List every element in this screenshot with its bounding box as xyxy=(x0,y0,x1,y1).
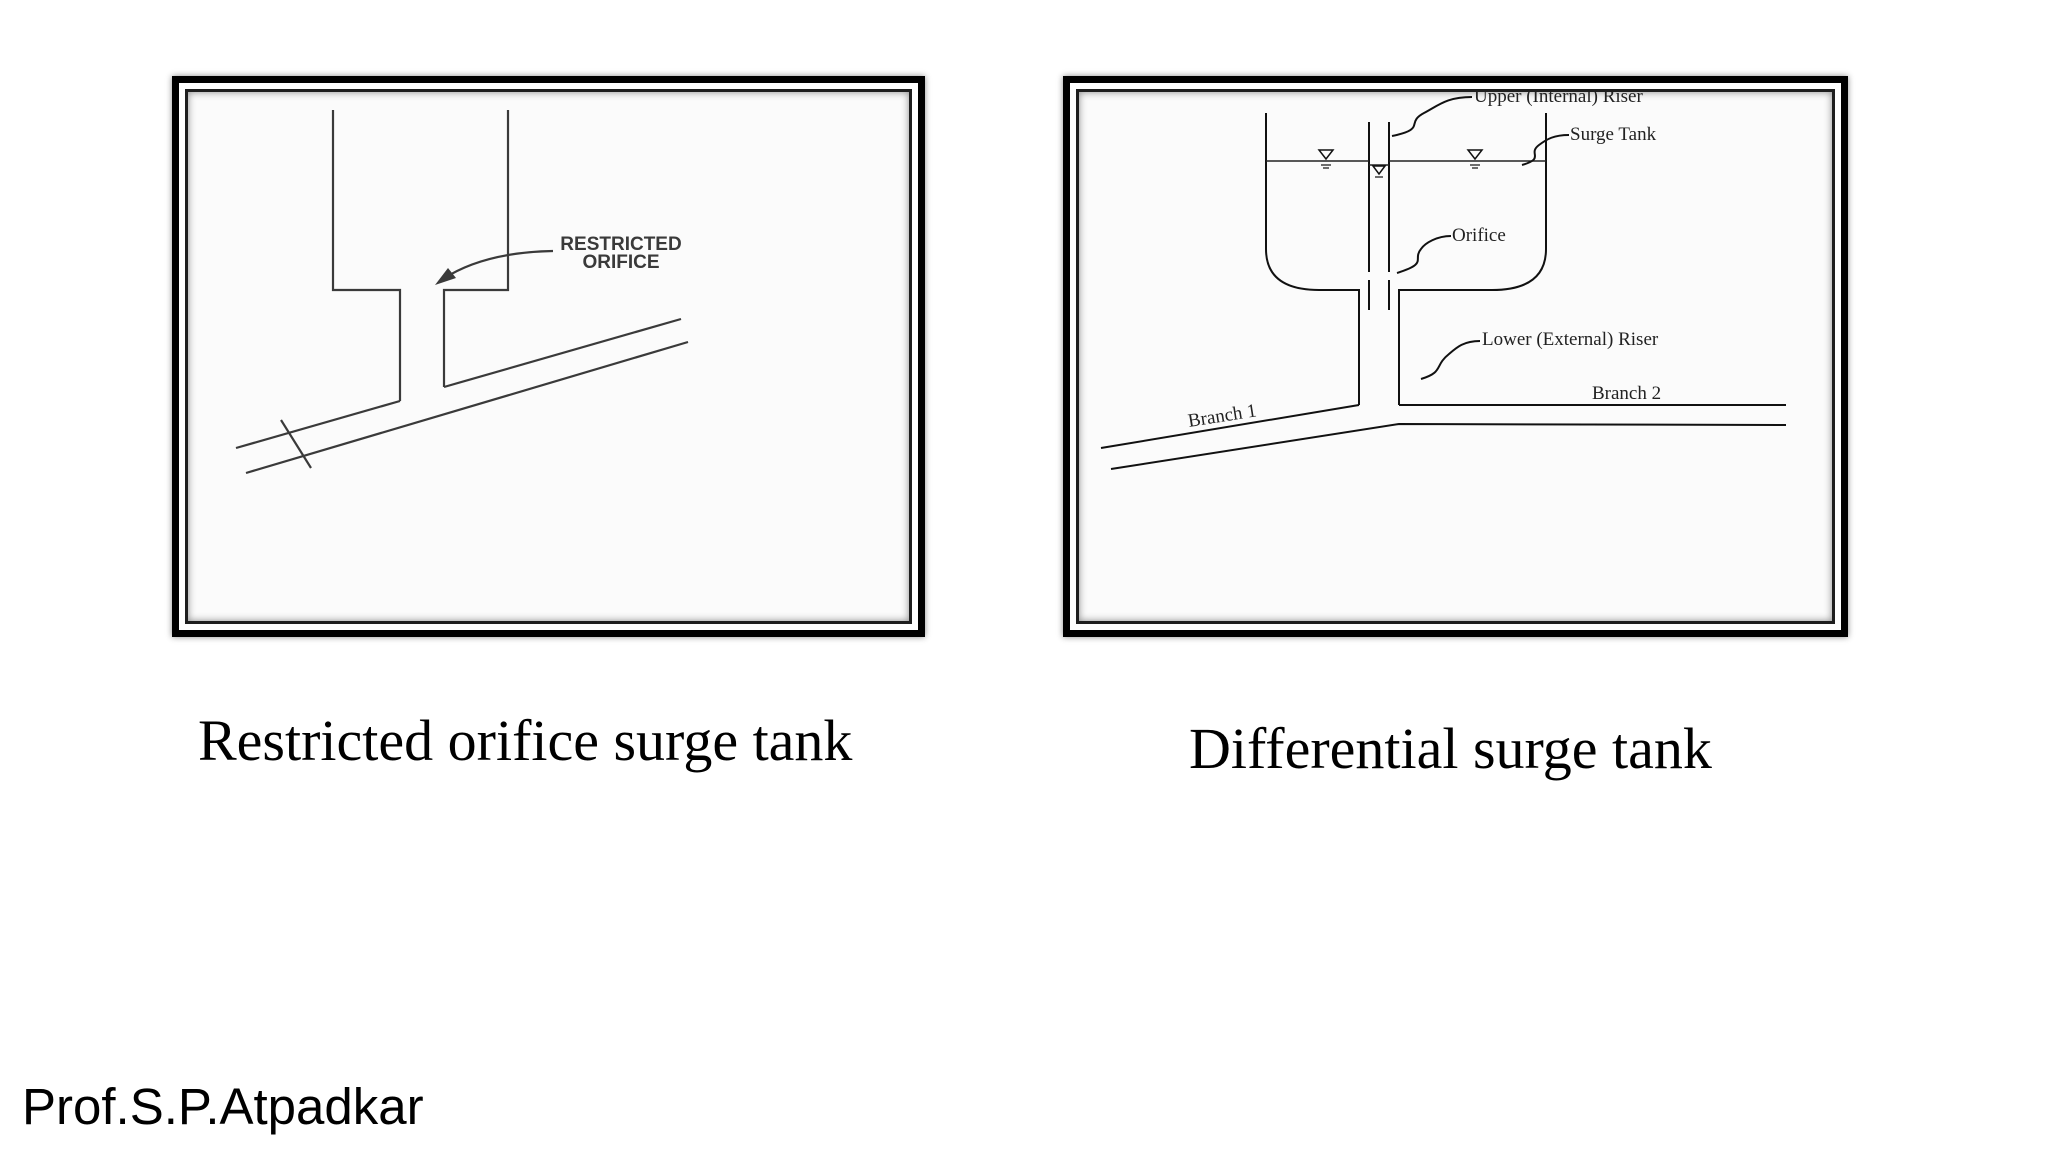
differential-surge-svg: Upper (Internal) Riser Surge Tank Orific… xyxy=(1100,92,1787,470)
branch1-upper-pipe xyxy=(1100,404,1360,449)
orifice-label: Orifice xyxy=(1452,225,1506,246)
surge-tank-right-wall xyxy=(1398,113,1547,405)
branch2-label: Branch 2 xyxy=(1592,383,1661,404)
differential-surge-caption: Differential surge tank xyxy=(1189,716,1712,781)
pipe-upper-right xyxy=(443,317,682,389)
pipe-lower xyxy=(245,340,689,475)
upper-riser-label: Upper (Internal) Riser xyxy=(1474,92,1643,107)
restricted-orifice-figure-frame: RESTRICTED ORIFICE xyxy=(172,76,925,637)
differential-surge-figure-frame: Upper (Internal) Riser Surge Tank Orific… xyxy=(1063,76,1848,637)
differential-surge-diagram: Upper (Internal) Riser Surge Tank Orific… xyxy=(1076,89,1835,624)
water-level-symbol-left xyxy=(1317,149,1335,169)
surge-tank-label: Surge Tank xyxy=(1570,124,1657,145)
orifice-arrow xyxy=(442,249,554,280)
pipe-break-mark xyxy=(280,419,312,469)
pipe-upper-left xyxy=(235,399,401,450)
water-level-symbol-riser xyxy=(1371,165,1387,178)
surge-tank-leader xyxy=(1521,134,1570,166)
water-level-symbol-right xyxy=(1466,149,1484,169)
restricted-orifice-caption: Restricted orifice surge tank xyxy=(198,708,853,773)
surge-tank-left-wall xyxy=(1265,113,1360,405)
tank-left-wall xyxy=(331,110,402,401)
restricted-orifice-label-line2: ORIFICE xyxy=(582,252,659,273)
lower-riser-label: Lower (External) Riser xyxy=(1482,329,1659,350)
orifice-arrowhead xyxy=(435,268,456,285)
orifice-leader xyxy=(1396,235,1452,274)
branch1-lower-pipe xyxy=(1110,422,1787,470)
lower-riser-leader xyxy=(1420,340,1481,380)
restricted-orifice-label-line1: RESTRICTED xyxy=(560,234,681,255)
author-name: Prof.S.P.Atpadkar xyxy=(22,1078,424,1135)
restricted-orifice-svg: RESTRICTED ORIFICE xyxy=(235,110,689,475)
tank-right-wall xyxy=(442,110,510,387)
restricted-orifice-diagram: RESTRICTED ORIFICE xyxy=(185,89,912,624)
upper-riser-leader xyxy=(1391,96,1473,137)
